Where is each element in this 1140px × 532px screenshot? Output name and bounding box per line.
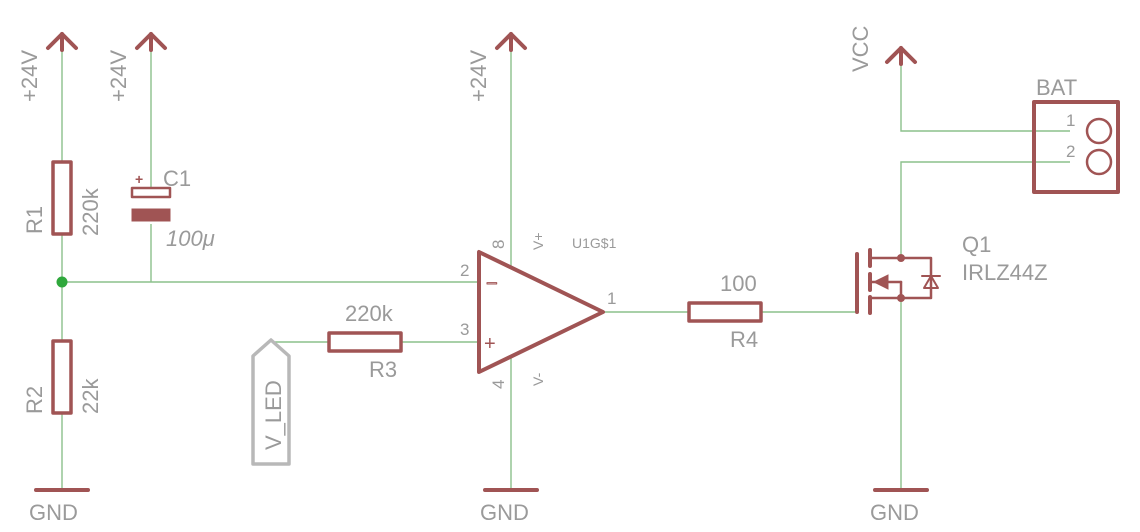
r2-name: R2 [22, 386, 47, 414]
mosfet-q1: Q1 IRLZ44Z [855, 232, 1048, 315]
bat-pin-1: 1 [1066, 111, 1075, 130]
opamp-pin-vplus: 8 [489, 240, 508, 249]
ground-label-1: GND [29, 500, 78, 525]
r1-value: 220k [78, 187, 103, 236]
r3-name: R3 [369, 357, 397, 382]
wires [61, 48, 1070, 490]
supply-symbol-1: +24V [17, 32, 78, 102]
opamp-pin-inverting: 2 [460, 261, 469, 280]
ground-label-2: GND [480, 500, 529, 525]
resistor-r3: 220k R3 [327, 301, 403, 382]
net-label-text: V_LED [261, 380, 286, 450]
opamp-label-vplus: V+ [530, 232, 546, 250]
c1-polarity: + [135, 171, 143, 187]
capacitor-c1: + C1 100μ [130, 166, 215, 251]
opamp-plus-sign: + [484, 333, 496, 355]
opamp-minus-sign: − [486, 273, 498, 295]
wire-vcc-bat1 [900, 48, 1070, 132]
opamp-label-vminus: V- [530, 372, 546, 386]
ground-label-3: GND [870, 500, 919, 525]
opamp-pin-output: 1 [607, 289, 616, 308]
net-label-v-led: V_LED [251, 338, 291, 466]
vcc-label: VCC [848, 25, 873, 72]
supply-label-3: +24V [466, 50, 491, 102]
r4-name: R4 [730, 327, 758, 352]
r1-name: R1 [22, 206, 47, 234]
q1-part: IRLZ44Z [962, 260, 1048, 285]
junction-dot [56, 276, 68, 288]
c1-value: 100μ [166, 226, 215, 251]
wire-bat2-drain [900, 161, 1070, 258]
resistor-r1: R1 220k [22, 160, 103, 236]
bat-name: BAT [1036, 75, 1077, 100]
opamp-name: U1G$1 [572, 235, 617, 251]
supply-symbol-2: +24V [106, 32, 167, 102]
vcc-symbol: VCC [848, 25, 917, 72]
q1-name: Q1 [962, 232, 991, 257]
supply-label-2: +24V [106, 50, 131, 102]
c1-name: C1 [163, 166, 191, 191]
supply-label-1: +24V [17, 50, 42, 102]
opamp-u1: − + U1G$1 2 3 1 8 V+ 4 V- [460, 232, 617, 389]
r3-value: 220k [345, 301, 394, 326]
bat-pin-2: 2 [1066, 142, 1075, 161]
resistor-r4: 100 R4 [687, 271, 763, 352]
supply-symbol-3: +24V [466, 32, 527, 102]
connector-bat: BAT 1 2 [1032, 75, 1120, 194]
resistor-r2: R2 22k [22, 339, 103, 415]
opamp-pin-vminus: 4 [489, 380, 508, 389]
r2-value: 22k [78, 378, 103, 414]
opamp-pin-noninverting: 3 [460, 320, 469, 339]
r4-value: 100 [720, 271, 757, 296]
